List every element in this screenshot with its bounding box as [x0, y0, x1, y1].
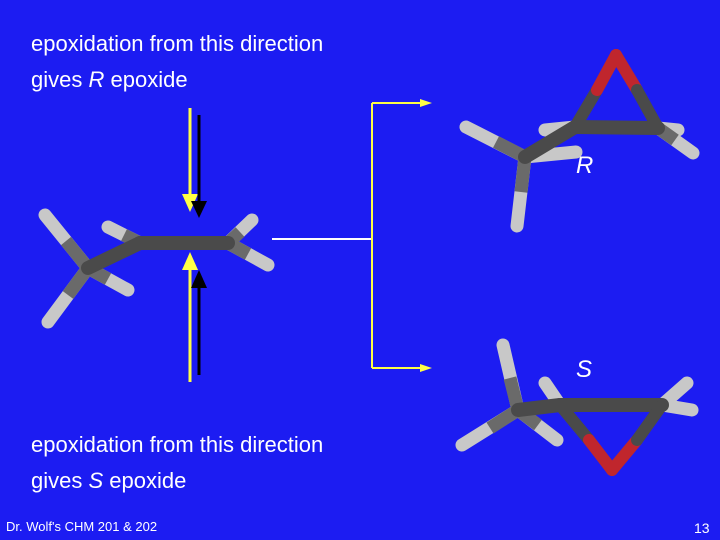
s-epoxide-molecule	[455, 338, 699, 476]
bottom-caption-suffix: epoxide	[103, 468, 187, 493]
s-label: S	[576, 356, 593, 383]
r-epoxide-molecule	[459, 49, 700, 233]
top-caption-line2: gives R epoxide	[31, 62, 323, 98]
bottom-caption-line1: epoxidation from this direction	[31, 432, 324, 457]
bottom-caption: epoxidation from this direction gives S …	[31, 427, 323, 499]
top-caption-line1: epoxidation from this direction	[31, 31, 324, 56]
down-arrow-icon	[182, 108, 198, 212]
down-arrow-icon	[191, 115, 207, 218]
bottom-caption-config: S	[88, 468, 104, 493]
arrowhead-top	[420, 99, 432, 107]
up-arrow-icon	[182, 252, 198, 382]
reaction-arrow-icon	[272, 102, 420, 369]
top-caption-prefix: gives	[31, 67, 89, 92]
bottom-caption-prefix: gives	[31, 468, 89, 493]
bottom-caption-line2: gives S epoxide	[31, 463, 323, 499]
page-number: 13	[694, 520, 710, 536]
top-caption: epoxidation from this direction gives R …	[31, 26, 323, 98]
bottom-attack-arrows	[182, 252, 207, 382]
footer-credit: Dr. Wolf's CHM 201 & 202	[6, 519, 158, 534]
arrowhead-bottom	[420, 364, 432, 372]
carbon-bonds	[81, 236, 235, 275]
top-caption-suffix: epoxide	[104, 67, 188, 92]
propene-molecule	[38, 208, 275, 329]
top-caption-config: R	[88, 67, 105, 92]
up-arrow-icon	[191, 270, 207, 375]
r-label: R	[576, 152, 594, 179]
top-attack-arrows	[182, 108, 207, 218]
